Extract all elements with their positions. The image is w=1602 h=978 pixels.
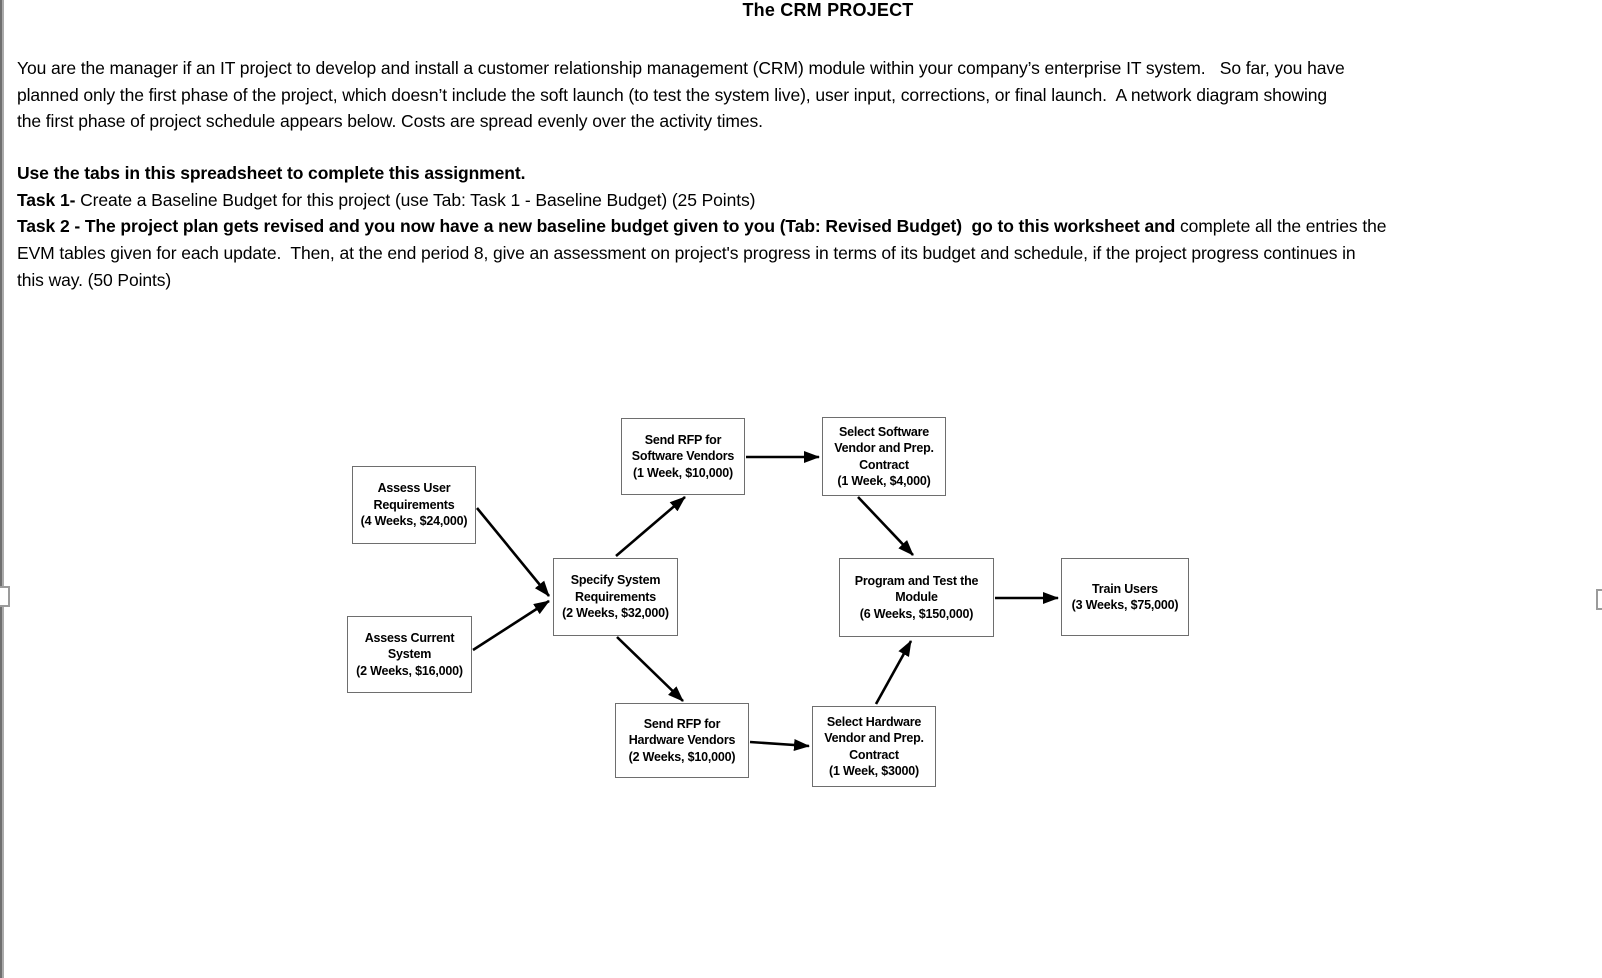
text-segment: planned only the first phase of the proj… [17,84,1327,105]
text-segment: this way. (50 Points) [17,269,172,290]
activity-node-line: (1 Week, $10,000) [633,465,733,480]
activity-node-line: (1 Week, $4,000) [837,473,931,488]
dependency-arrow-assess-user-to-specify-system [475,507,551,597]
activity-node-line: Module [895,590,938,605]
activity-node-line: Select Software [838,424,930,439]
activity-node-line: Contract [859,457,909,472]
activity-node-line: Select Hardware [826,714,922,729]
activity-node-line: (2 Weeks, $32,000) [562,606,669,621]
activity-node-line: Vendor and Prep. [834,441,934,456]
activity-node-line: Program and Test the [854,573,979,588]
dependency-arrow-specify-system-to-rfp-hardware [616,636,684,702]
intro-line: the first phase of project schedule appe… [17,108,1602,135]
text-segment: Create a Baseline Budget for this projec… [75,189,756,210]
tasks-heading: Use the tabs in this spreadsheet to comp… [17,160,1602,187]
selected-object-left-border [0,0,4,978]
bold-text-segment: Task 2 - The project plan gets revised a… [17,216,1176,237]
intro-line: planned only the first phase of the proj… [17,82,1602,109]
activity-node-line: Vendor and Prep. [824,731,924,746]
text-segment: EVM tables given for each update. Then, … [17,243,1356,264]
activity-node-line: Assess Current [364,630,455,645]
task-line: this way. (50 Points) [17,267,1602,294]
activity-node-line: (1 Week, $3000) [829,763,919,778]
dependency-arrow-specify-system-to-rfp-software [615,496,686,557]
activity-node-line: Assess User [377,481,451,496]
activity-node-line: (6 Weeks, $150,000) [859,606,974,621]
dependency-arrow-select-software-to-program-test [857,496,914,556]
activity-node-line: Requirements [575,589,656,604]
bold-text-segment: Use the tabs in this spreadsheet to comp… [17,163,526,183]
activity-node-line: Contract [849,747,899,762]
intro-paragraph: You are the manager if an IT project to … [17,55,1602,135]
activity-node-line: Software Vendors [631,449,735,464]
task-line: Task 2 - The project plan gets revised a… [17,213,1602,240]
activity-node-line: Send RFP for [644,432,722,447]
page-title: The CRM PROJECT [742,0,914,20]
activity-node-line: Train Users [1092,581,1158,596]
dependency-arrow-rfp-hardware-to-select-hardware [749,738,810,751]
activity-node-line: Send RFP for [643,716,721,731]
selection-handle-left[interactable] [0,586,10,607]
activity-node-line: (2 Weeks, $16,000) [356,663,463,678]
activity-node-line: System [387,647,432,662]
dependency-arrow-select-hardware-to-program-test [874,640,913,705]
activity-node-line: (2 Weeks, $10,000) [628,749,736,764]
activity-node-train-users: Train Users (3 Weeks, $75,000) [1061,558,1189,636]
bold-text-segment: Task 1- [17,189,76,210]
text-segment: complete all the entries the [1175,216,1387,237]
text-segment: the first phase of project schedule appe… [17,111,763,132]
dependency-arrow-assess-current-to-specify-system [472,599,550,652]
selection-handle-right[interactable] [1596,589,1602,610]
activity-node-line: Hardware Vendors [628,733,736,748]
activity-node-line: Requirements [373,497,455,512]
task-line: Task 1- Create a Baseline Budget for thi… [17,187,1602,214]
activity-node-line: Specify System [570,573,661,588]
activity-node-line: (3 Weeks, $75,000) [1071,598,1179,612]
intro-line: You are the manager if an IT project to … [17,55,1602,82]
activity-node-line: (4 Weeks, $24,000) [360,514,468,529]
assignment-instructions: Use the tabs in this spreadsheet to comp… [17,160,1602,294]
task-line: EVM tables given for each update. Then, … [17,240,1602,267]
text-segment: You are the manager if an IT project to … [17,58,1345,78]
